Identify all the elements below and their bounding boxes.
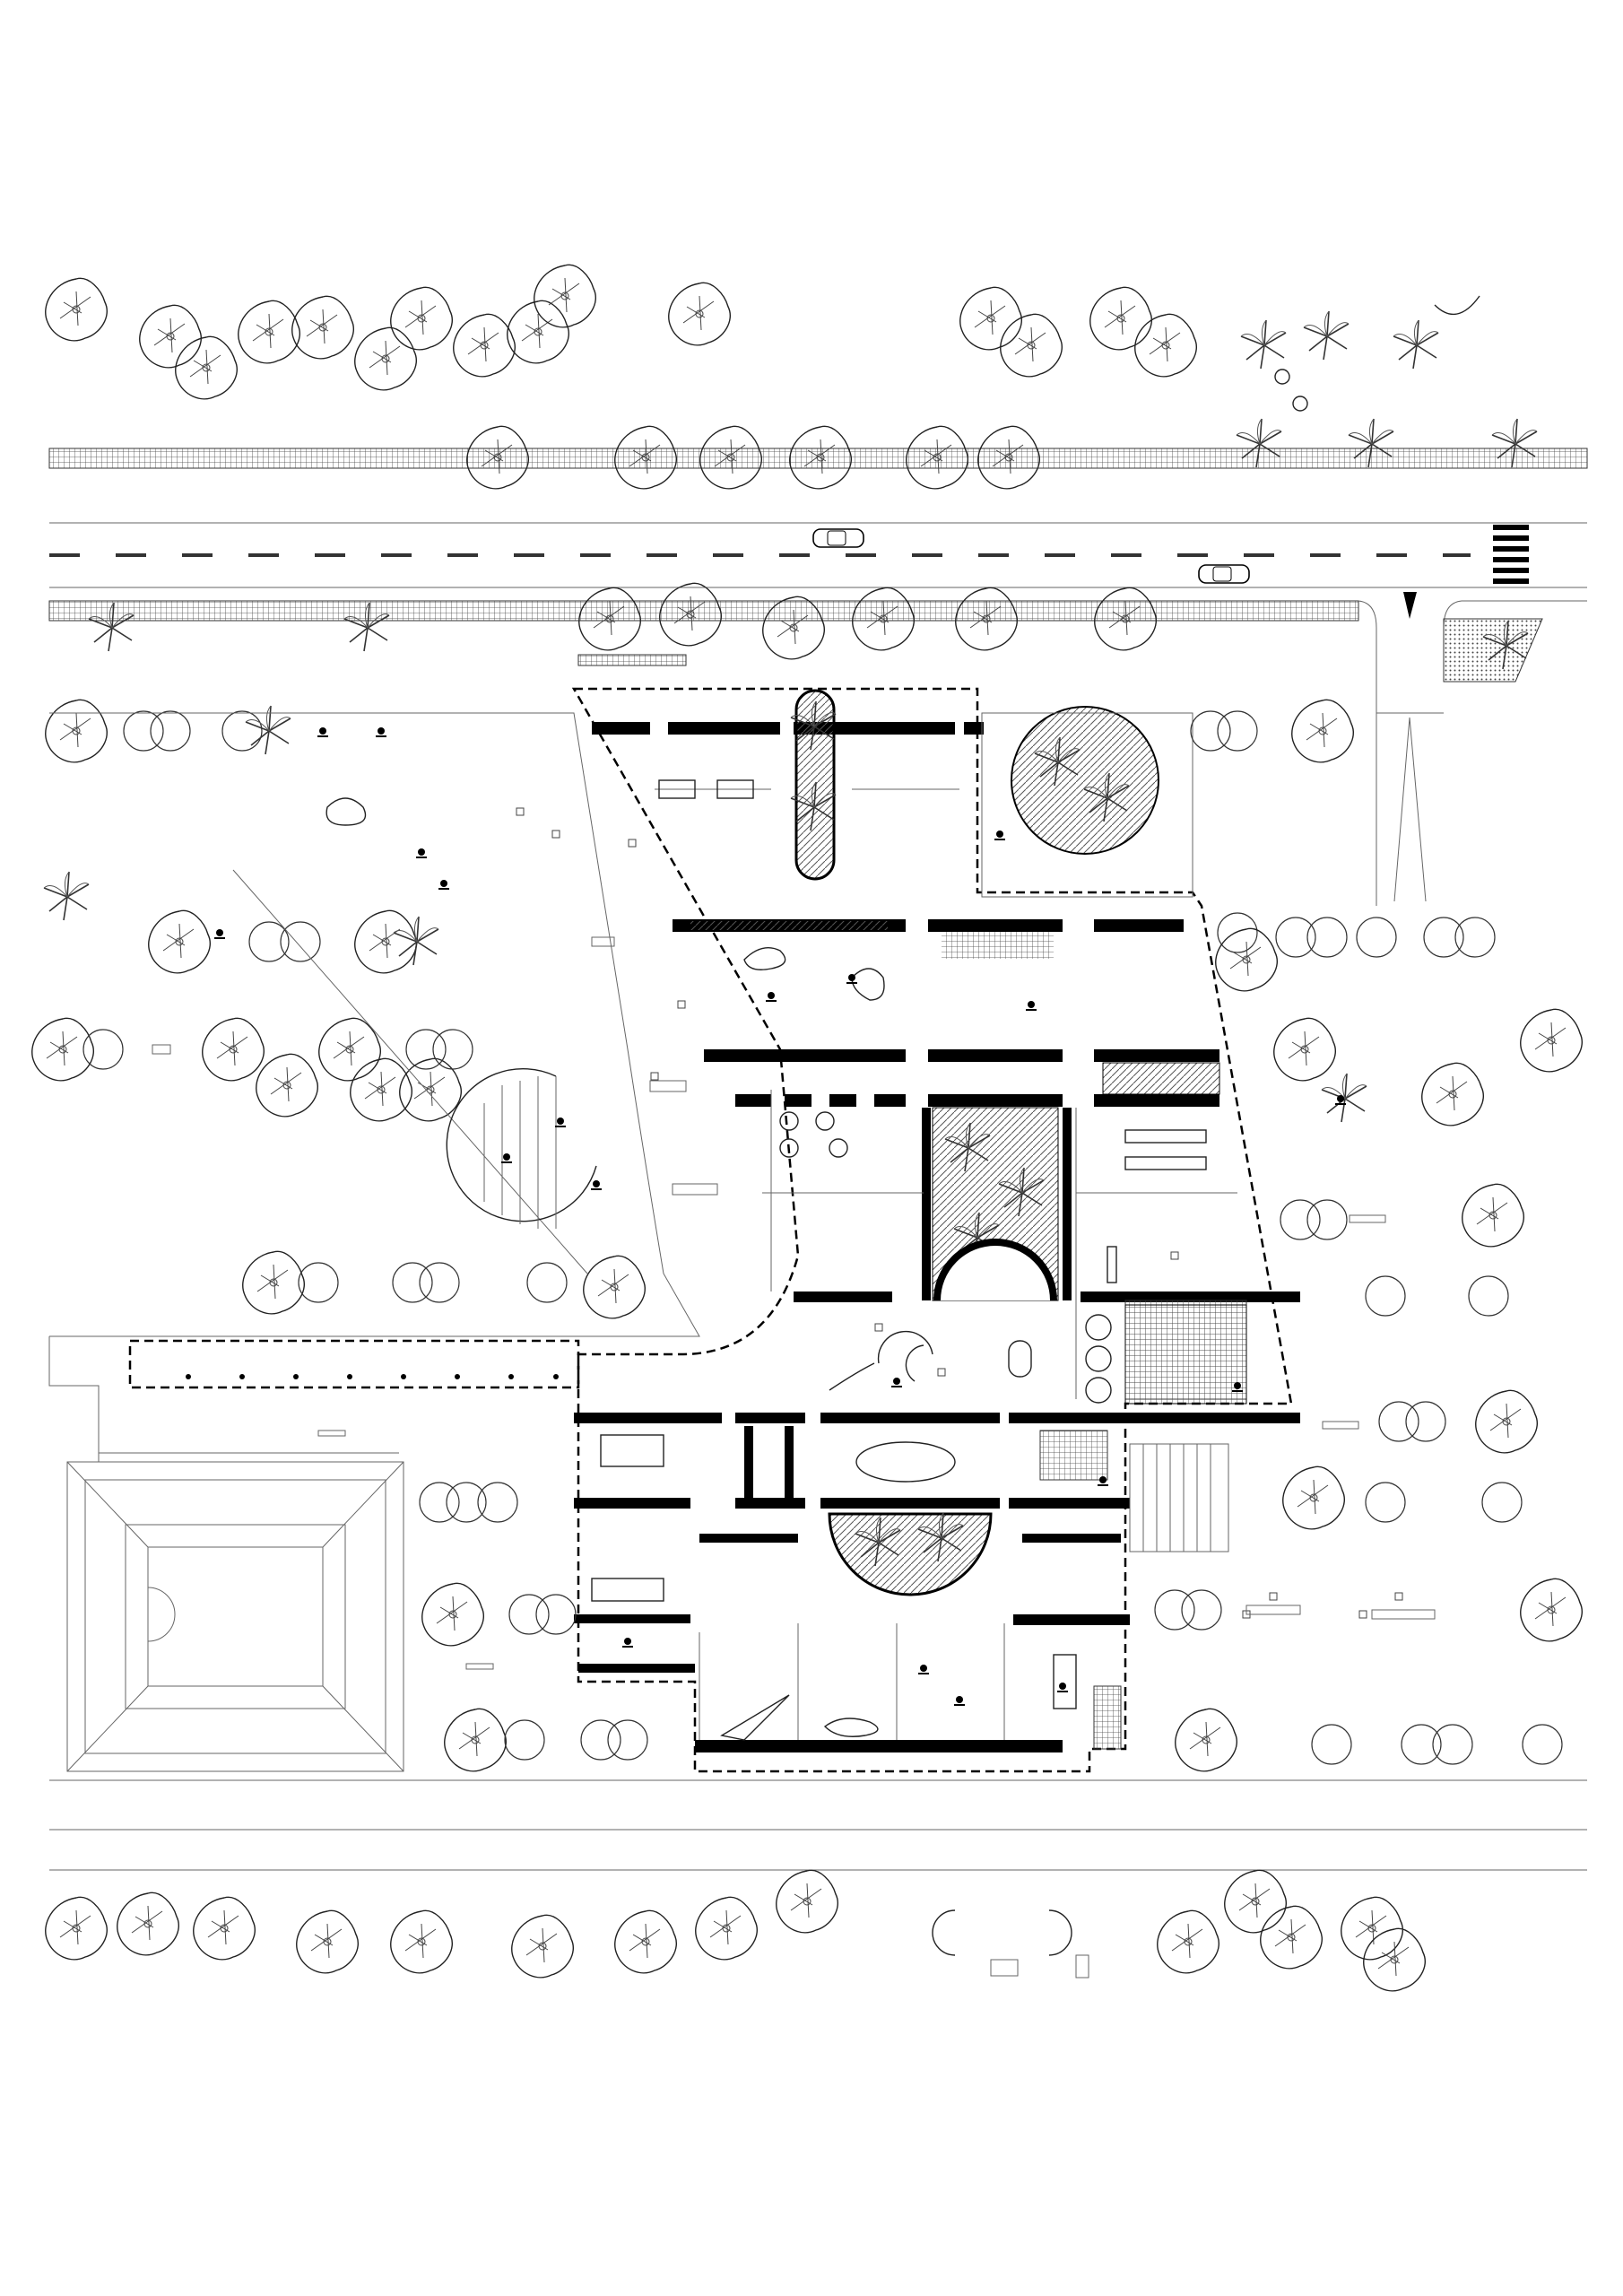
car-icon: [812, 528, 864, 548]
south-tree-band: [45, 1869, 1427, 1992]
plaza-path: [232, 869, 588, 1274]
car-icon: [1198, 564, 1250, 584]
south-block: [574, 1426, 1130, 1752]
planter-icon: [325, 797, 367, 826]
crosswalk: [1493, 525, 1529, 584]
furniture: [152, 654, 1436, 1670]
east-grounds-trees: [1154, 699, 1584, 1772]
sports-court: [48, 1336, 648, 1772]
south-road: [49, 1779, 1587, 1871]
west-grounds-trees: [31, 699, 647, 1319]
street-trees-south: [88, 582, 1529, 670]
amphitheatre: [446, 1067, 597, 1229]
plaza-edge: [49, 712, 700, 1337]
ramp: [1129, 1443, 1229, 1552]
people: [213, 726, 1347, 1706]
south-sidewalk: [48, 600, 1359, 622]
stair: [1124, 1304, 1247, 1405]
north-wing: [592, 689, 1193, 898]
north-sidewalk: [48, 448, 1588, 469]
covered-walkway: [128, 1339, 580, 1389]
north-tree-band: [45, 264, 1480, 412]
round-garden: [1011, 706, 1159, 855]
meeting-table: [855, 1441, 956, 1483]
entry-hall: [574, 1314, 1300, 1423]
walkway-columns: [186, 1374, 559, 1379]
garden-apse: [828, 1512, 993, 1596]
